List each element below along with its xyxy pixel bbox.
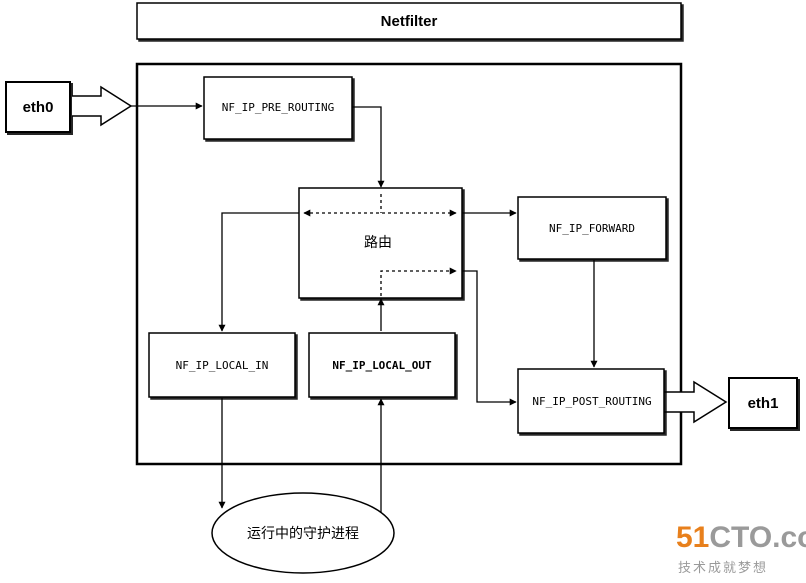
arrow-routing-to-localin bbox=[218, 212, 299, 332]
dashed-local-out-path bbox=[380, 267, 457, 296]
eth1-hollow-arrow bbox=[664, 380, 728, 424]
svg-text:NF_IP_LOCAL_IN: NF_IP_LOCAL_IN bbox=[176, 359, 269, 372]
svg-text:eth1: eth1 bbox=[748, 395, 779, 412]
svg-text:NF_IP_FORWARD: NF_IP_FORWARD bbox=[549, 222, 635, 235]
svg-text:运行中的守护进程: 运行中的守护进程 bbox=[247, 526, 359, 542]
eth1-interface: eth1 bbox=[728, 377, 798, 429]
svg-text:NF_IP_PRE_ROUTING: NF_IP_PRE_ROUTING bbox=[222, 101, 335, 114]
node-local-out: NF_IP_LOCAL_OUT bbox=[308, 332, 456, 398]
arrow-routing-to-postrouting bbox=[462, 270, 517, 406]
arrow-prerouting-to-routing bbox=[352, 106, 385, 188]
connectors bbox=[131, 102, 598, 515]
svg-text:NF_IP_LOCAL_OUT: NF_IP_LOCAL_OUT bbox=[332, 359, 432, 372]
node-local-in: NF_IP_LOCAL_IN bbox=[148, 332, 296, 398]
eth0-hollow-arrow bbox=[72, 85, 133, 127]
diagram-title: Netfilter bbox=[381, 13, 438, 30]
watermark-slogan: 技术成就梦想 bbox=[678, 560, 768, 576]
routing-dashed-paths bbox=[303, 194, 457, 296]
svg-text:路由: 路由 bbox=[364, 235, 392, 251]
svg-text:NF_IP_POST_ROUTING: NF_IP_POST_ROUTING bbox=[532, 395, 651, 408]
svg-text:eth0: eth0 bbox=[23, 99, 54, 116]
node-pre-routing: NF_IP_PRE_ROUTING bbox=[203, 76, 353, 140]
watermark-logo: 51CTO.com 技术成就梦想 bbox=[676, 521, 806, 576]
watermark-rest: CTO.com bbox=[709, 521, 806, 554]
watermark-digits: 51 bbox=[676, 521, 709, 554]
title-box: Netfilter bbox=[136, 2, 682, 40]
node-daemon: 运行中的守护进程 bbox=[211, 492, 395, 574]
svg-text:51CTO.com: 51CTO.com bbox=[676, 521, 806, 554]
eth0-interface: eth0 bbox=[5, 81, 71, 133]
node-forward: NF_IP_FORWARD bbox=[517, 196, 667, 260]
node-post-routing: NF_IP_POST_ROUTING bbox=[517, 368, 665, 434]
